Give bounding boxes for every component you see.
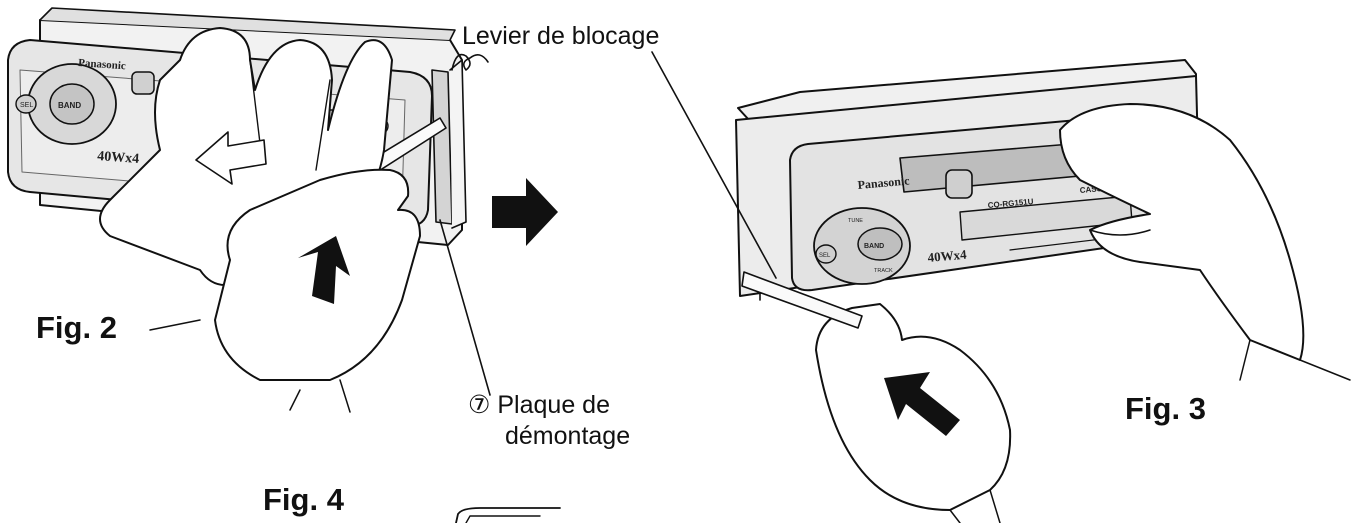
fig3-model-text: CQ-RG151U <box>987 197 1034 210</box>
sequence-arrow <box>492 178 558 246</box>
label-plaque-line1: Plaque de <box>497 391 610 419</box>
fig3-brand-text: Panasonic <box>857 173 911 192</box>
plaque-number-marker: ⑦ <box>468 391 491 419</box>
fig3-track-text: TRACK <box>874 268 893 274</box>
plaque-leader-line <box>439 219 491 396</box>
label-plaque-line2: démontage <box>505 422 631 450</box>
fig3-push-arrow <box>884 372 960 436</box>
fig2-power-text: 40Wx4 <box>97 149 140 167</box>
fig4-caption: Fig. 4 <box>263 482 344 517</box>
fig2-push-arrow <box>298 236 350 304</box>
fig2-lever-mark <box>451 53 489 71</box>
fig3-tune-text: TUNE <box>848 218 863 224</box>
fig2-sel-text: SEL <box>20 102 33 109</box>
levier-leader-line <box>651 51 777 279</box>
label-levier-de-blocage: Levier de blocage <box>462 22 660 50</box>
fig2-pull-arrow <box>195 131 267 185</box>
fig3-power-text: 40Wx4 <box>927 247 968 265</box>
fig3-caption: Fig. 3 <box>1125 391 1206 426</box>
fig3-sel-text: SEL <box>819 253 831 259</box>
fig2-caption: Fig. 2 <box>36 310 117 345</box>
fig3-band-text: BAND <box>864 243 884 250</box>
fig3-radio-unit: Panasonic CQ-RG151U CASSETTE RECEIVER 40… <box>735 59 1201 301</box>
fig4-unit-partial <box>455 507 561 524</box>
fig2-brand-text: Panasonic <box>78 57 127 72</box>
label-plaque-group: ⑦ Plaque de <box>468 390 610 420</box>
fig3-hand-right <box>1059 103 1305 361</box>
fig2-band-text: BAND <box>58 101 81 110</box>
